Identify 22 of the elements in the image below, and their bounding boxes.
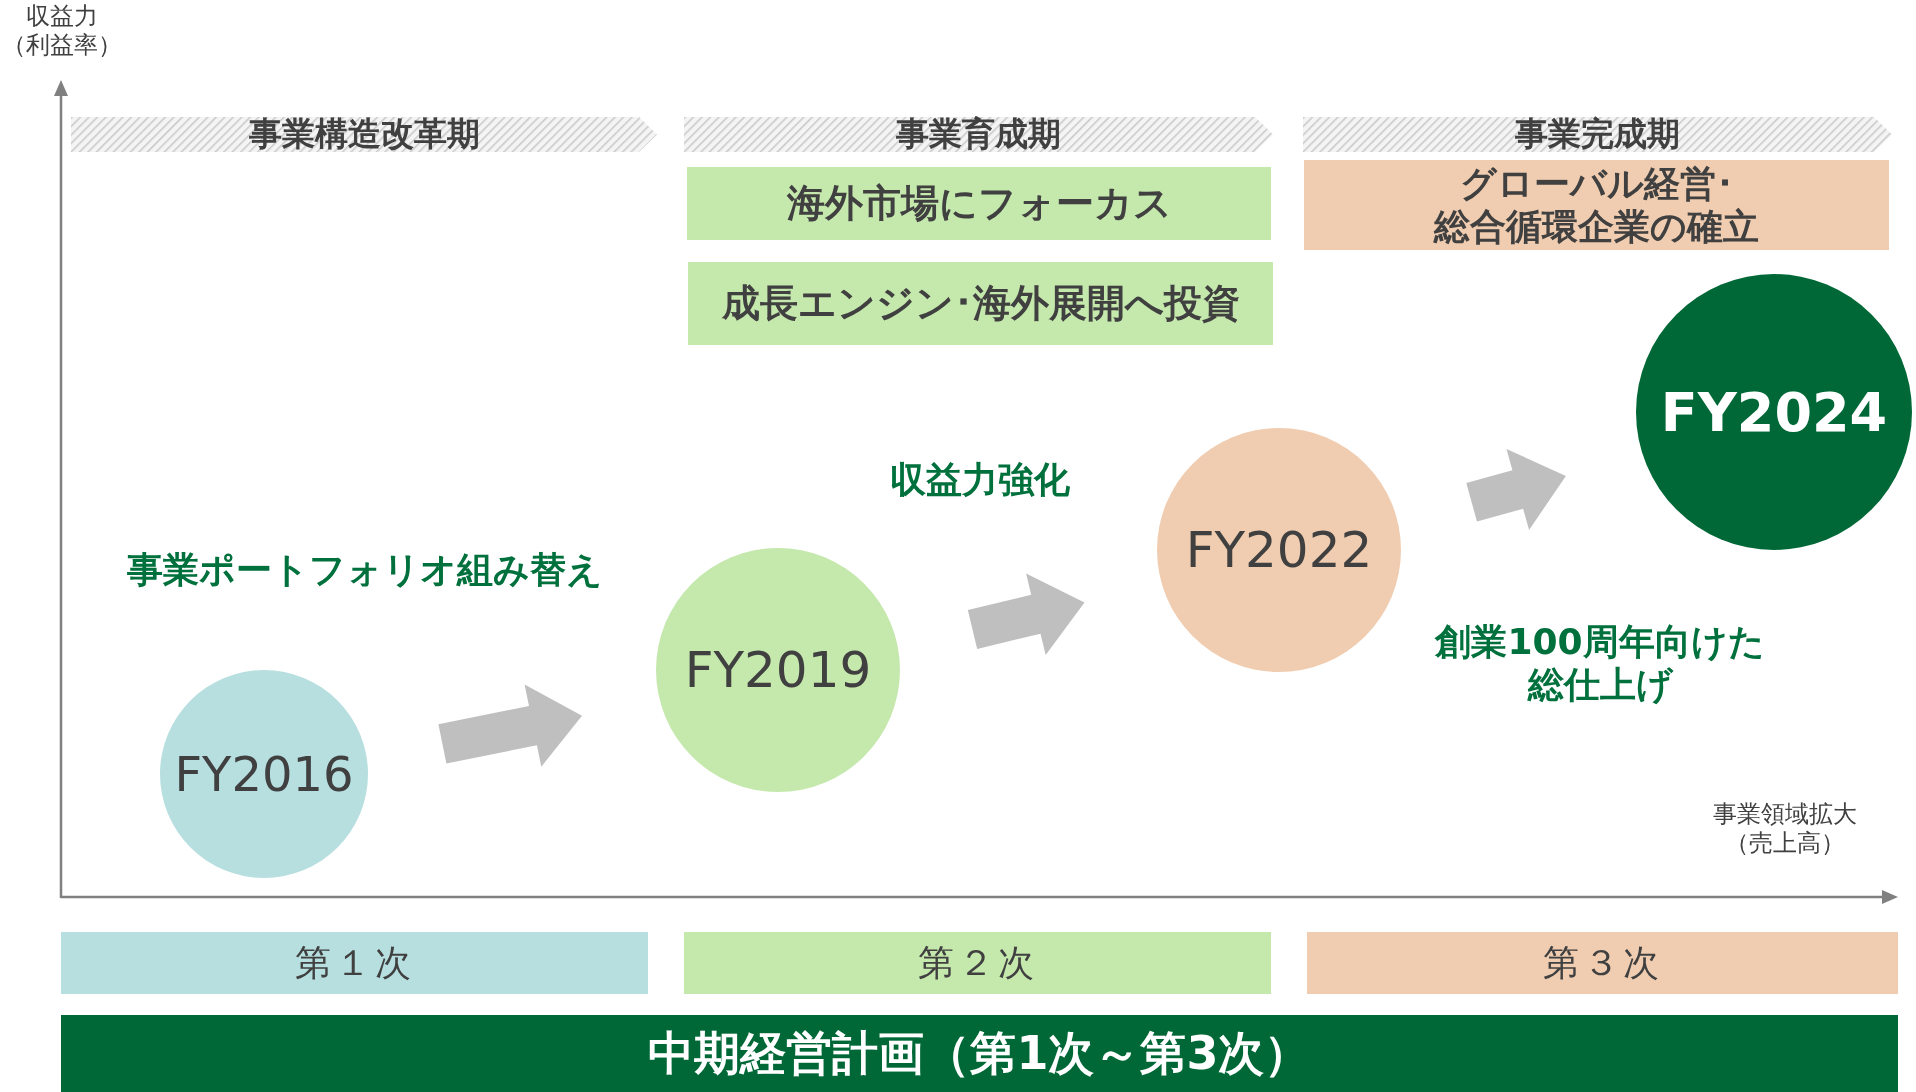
year-circle: FY2019 xyxy=(656,548,900,792)
block-arrow xyxy=(1466,449,1566,530)
year-circle: FY2024 xyxy=(1636,274,1912,550)
plan-bar: 第３次 xyxy=(1307,932,1898,994)
year-circle: FY2022 xyxy=(1157,428,1401,672)
strategy-box: 成長エンジン･海外展開へ投資 xyxy=(688,262,1273,345)
strategy-box: グローバル経営･総合循環企業の確立 xyxy=(1304,160,1889,250)
phase-note: 創業100周年向けた総仕上げ xyxy=(1433,620,1766,707)
axis-label: 事業領域拡大（売上高） xyxy=(1712,800,1858,858)
phase-band: 事業育成期 xyxy=(684,117,1273,152)
plan-bar: 第２次 xyxy=(684,932,1271,994)
phase-band: 事業構造改革期 xyxy=(71,117,657,152)
year-circle: FY2016 xyxy=(160,670,368,878)
plan-banner: 中期経営計画（第1次～第3次） xyxy=(61,1015,1898,1092)
plan-bar: 第１次 xyxy=(61,932,648,994)
block-arrow xyxy=(967,573,1085,656)
axis-label: 収益力（利益率） xyxy=(1,2,123,60)
strategy-box: 海外市場にフォーカス xyxy=(687,167,1271,240)
phase-note: 収益力強化 xyxy=(889,458,1071,502)
phase-note: 事業ポートフォリオ組み替え xyxy=(126,548,604,592)
block-arrow xyxy=(438,684,582,767)
phase-band: 事業完成期 xyxy=(1303,117,1892,152)
